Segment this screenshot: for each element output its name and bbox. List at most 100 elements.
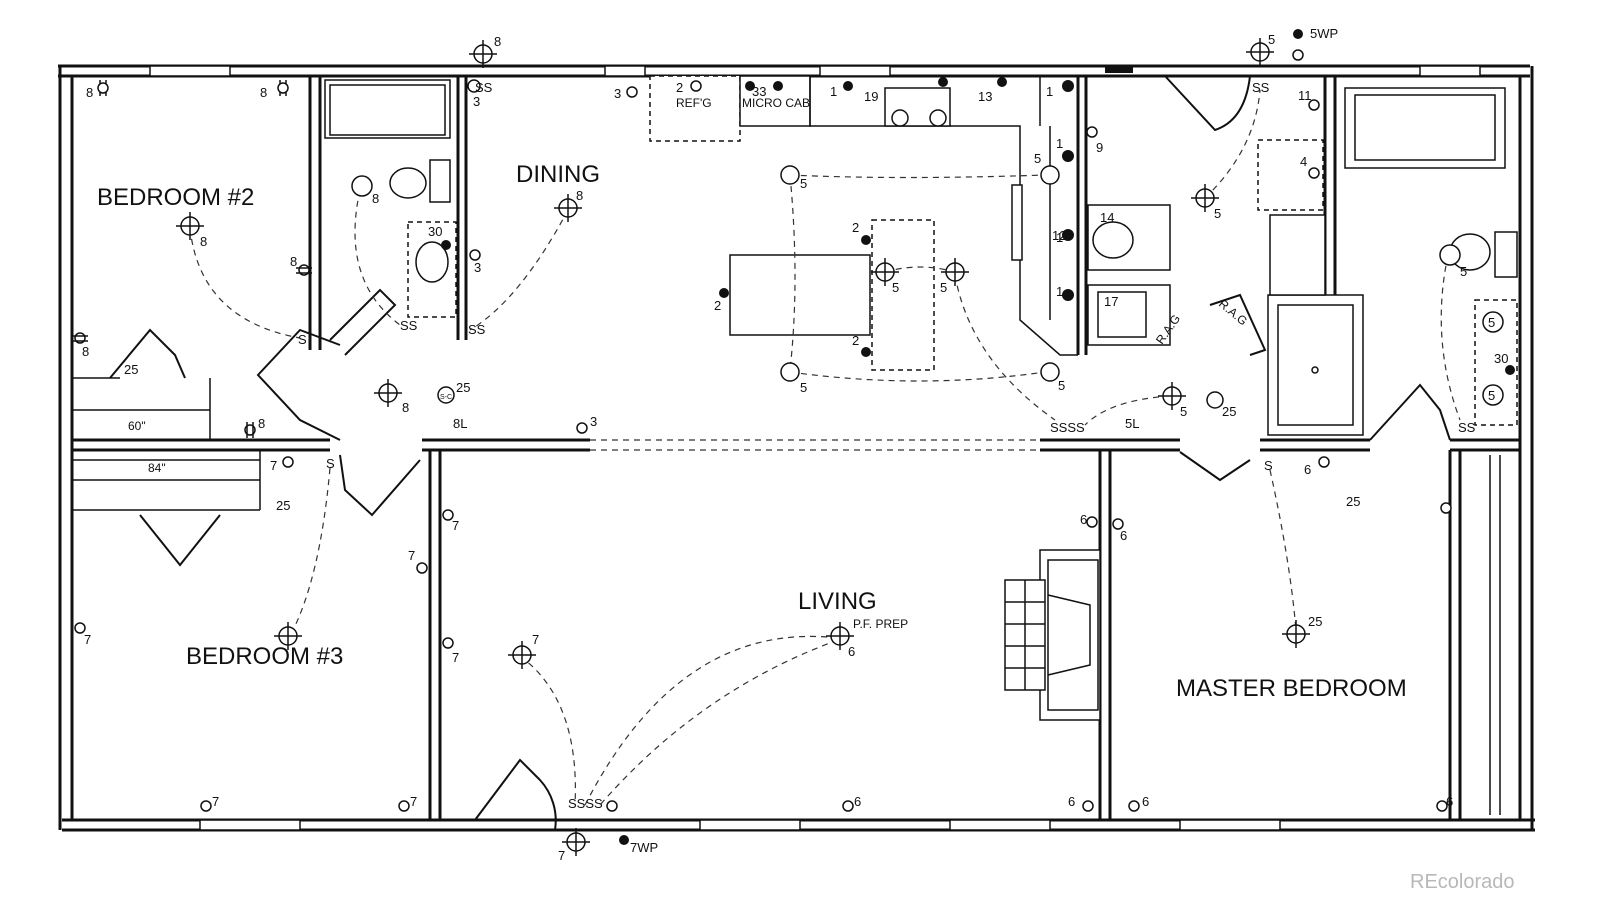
- svg-text:2: 2: [852, 220, 859, 235]
- svg-text:8: 8: [290, 254, 297, 269]
- svg-text:25: 25: [456, 380, 470, 395]
- light-fixtures: [176, 38, 1504, 856]
- svg-text:SSSS: SSSS: [1050, 420, 1085, 435]
- svg-text:5: 5: [1488, 315, 1495, 330]
- room-labels: BEDROOM #2 DINING BEDROOM #3 LIVING P.F.…: [97, 161, 1407, 702]
- receptacle-dining-4: [576, 422, 588, 434]
- receptacle-micro2: [773, 81, 783, 91]
- receptacle-dining-1: [467, 79, 481, 93]
- svg-text:S: S: [298, 332, 307, 347]
- lav-bowl-1: [1482, 311, 1504, 333]
- watermark: REcolorado: [1410, 871, 1515, 893]
- svg-text:8: 8: [200, 234, 207, 249]
- svg-text:5: 5: [800, 380, 807, 395]
- lav-bowl-2: [1482, 384, 1504, 406]
- svg-text:25: 25: [124, 362, 138, 377]
- svg-text:5: 5: [1460, 264, 1467, 279]
- svg-text:5: 5: [1058, 378, 1065, 393]
- receptacle-bath2: [441, 240, 451, 250]
- receptacle-counter5: [1062, 150, 1074, 162]
- svg-text:8: 8: [86, 85, 93, 100]
- svg-text:1: 1: [1056, 230, 1063, 245]
- receptacle-porch-wp: [619, 835, 629, 845]
- ceiling-light-entry: [1191, 184, 1219, 212]
- receptacle-bed2-2: [277, 80, 289, 96]
- svg-text:25: 25: [276, 498, 290, 513]
- svg-text:8: 8: [576, 188, 583, 203]
- svg-text:S: S: [1264, 458, 1273, 473]
- svg-text:5: 5: [1180, 404, 1187, 419]
- receptacle-counter7: [1062, 289, 1074, 301]
- svg-text:8: 8: [258, 416, 265, 431]
- svg-text:7: 7: [558, 848, 565, 863]
- receptacle-ext-wp: [1293, 29, 1303, 39]
- svg-text:8: 8: [402, 400, 409, 415]
- svg-text:SS: SS: [1252, 80, 1270, 95]
- svg-text:SS: SS: [468, 322, 486, 337]
- pf-prep-label: P.F. PREP: [853, 617, 908, 631]
- svg-text:1: 1: [830, 84, 837, 99]
- micro-cab-label: MICRO CAB: [742, 96, 810, 110]
- room-label-dining: DINING: [516, 161, 600, 188]
- svg-text:5: 5: [940, 280, 947, 295]
- ceiling-light-bath: [351, 175, 373, 197]
- receptacle-bed2-1: [97, 80, 109, 96]
- ceiling-light-bed3: [274, 622, 302, 650]
- svg-text:14: 14: [1100, 210, 1114, 225]
- receptacle-exterior: [1292, 49, 1304, 61]
- svg-text:3: 3: [473, 94, 480, 109]
- svg-text:11: 11: [1298, 88, 1312, 103]
- ceiling-light-porch: [562, 828, 590, 856]
- exterior-walls: [58, 64, 1535, 832]
- svg-text:2: 2: [852, 333, 859, 348]
- receptacles: [72, 29, 1515, 845]
- receptacle-peninsula: [719, 288, 729, 298]
- receptacle-living-5: [842, 800, 854, 812]
- sc-label-1: S-C: [440, 394, 452, 401]
- wp5-label: 5WP: [1310, 26, 1338, 41]
- receptacle-counter6: [1062, 229, 1074, 241]
- receptacle-bed3-3: [200, 800, 212, 812]
- svg-text:6: 6: [854, 794, 861, 809]
- svg-text:7: 7: [212, 794, 219, 809]
- svg-text:SS: SS: [475, 80, 493, 95]
- svg-text:5: 5: [1034, 151, 1041, 166]
- closet-60-label: 60": [128, 419, 146, 433]
- svg-text:4: 4: [1300, 154, 1307, 169]
- receptacle-master-4: [1128, 800, 1140, 812]
- svg-text:8: 8: [494, 34, 501, 49]
- svg-text:6: 6: [1142, 794, 1149, 809]
- svg-text:33: 33: [752, 84, 766, 99]
- wiring: [189, 89, 1461, 806]
- svg-text:6: 6: [1446, 794, 1453, 809]
- svg-text:8: 8: [260, 85, 267, 100]
- svg-text:2: 2: [714, 298, 721, 313]
- svg-text:5: 5: [1268, 32, 1275, 47]
- receptacle-living-2: [416, 562, 428, 574]
- receptacle-island2: [861, 347, 871, 357]
- svg-text:13: 13: [978, 89, 992, 104]
- receptacle-counter2: [938, 77, 948, 87]
- receptacle-bed2-4: [72, 332, 88, 344]
- receptacle-island1: [861, 235, 871, 245]
- receptacle-living-7: [1086, 516, 1098, 528]
- svg-text:3: 3: [590, 414, 597, 429]
- closet-84-label: 84": [148, 461, 166, 475]
- ceiling-light-island2: [941, 258, 969, 286]
- l8-label: 8L: [453, 416, 467, 431]
- svg-text:8: 8: [372, 191, 379, 206]
- svg-text:3: 3: [614, 86, 621, 101]
- svg-text:1: 1: [1056, 284, 1063, 299]
- receptacle-entry: [1086, 126, 1098, 138]
- svg-text:7: 7: [410, 794, 417, 809]
- ceiling-light-hall: [374, 379, 402, 407]
- svg-text:25: 25: [1308, 614, 1322, 629]
- ceiling-light-living-fan: [826, 622, 854, 650]
- receptacle-micro1: [745, 81, 755, 91]
- room-label-bedroom2: BEDROOM #2: [97, 184, 254, 211]
- svg-text:7: 7: [532, 632, 539, 647]
- receptacle-counter4: [1062, 80, 1074, 92]
- receptacle-master-closet1: [1308, 99, 1320, 111]
- svg-text:17: 17: [1104, 294, 1118, 309]
- receptacle-living-4: [606, 800, 618, 812]
